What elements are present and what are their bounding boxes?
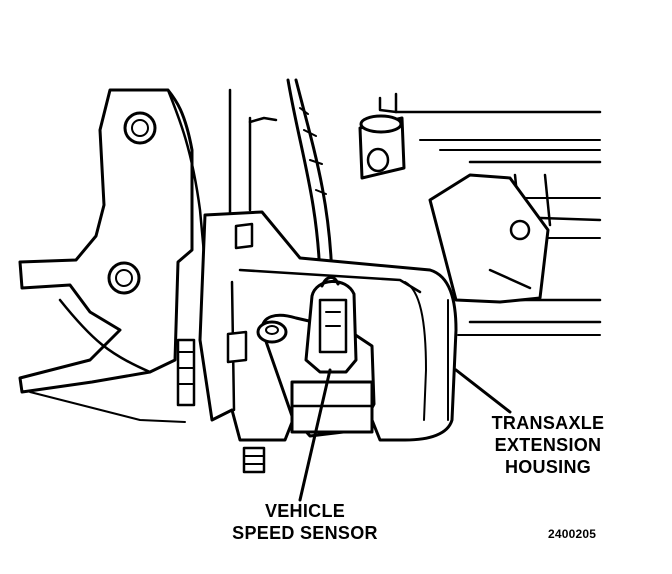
vehicle-speed-sensor — [256, 276, 376, 438]
teh-label-line1: TRANSAXLE — [491, 413, 605, 433]
sensor-wiring-harness — [286, 78, 334, 282]
teh-label-line2: EXTENSION — [494, 435, 602, 455]
vss-label-line2: SPEED SENSOR — [232, 523, 378, 543]
figure-number: 2400205 — [548, 527, 597, 541]
mounting-bracket — [18, 88, 212, 423]
vehicle-speed-sensor-label: VEHICLE SPEED SENSOR — [205, 500, 405, 544]
transaxle-extension-housing-label: TRANSAXLE EXTENSION HOUSING — [468, 412, 628, 478]
spacer-bolt — [358, 114, 406, 180]
vss-label-line1: VEHICLE — [264, 501, 346, 521]
teh-label-line3: HOUSING — [504, 457, 592, 477]
callout-leaders — [298, 368, 512, 502]
